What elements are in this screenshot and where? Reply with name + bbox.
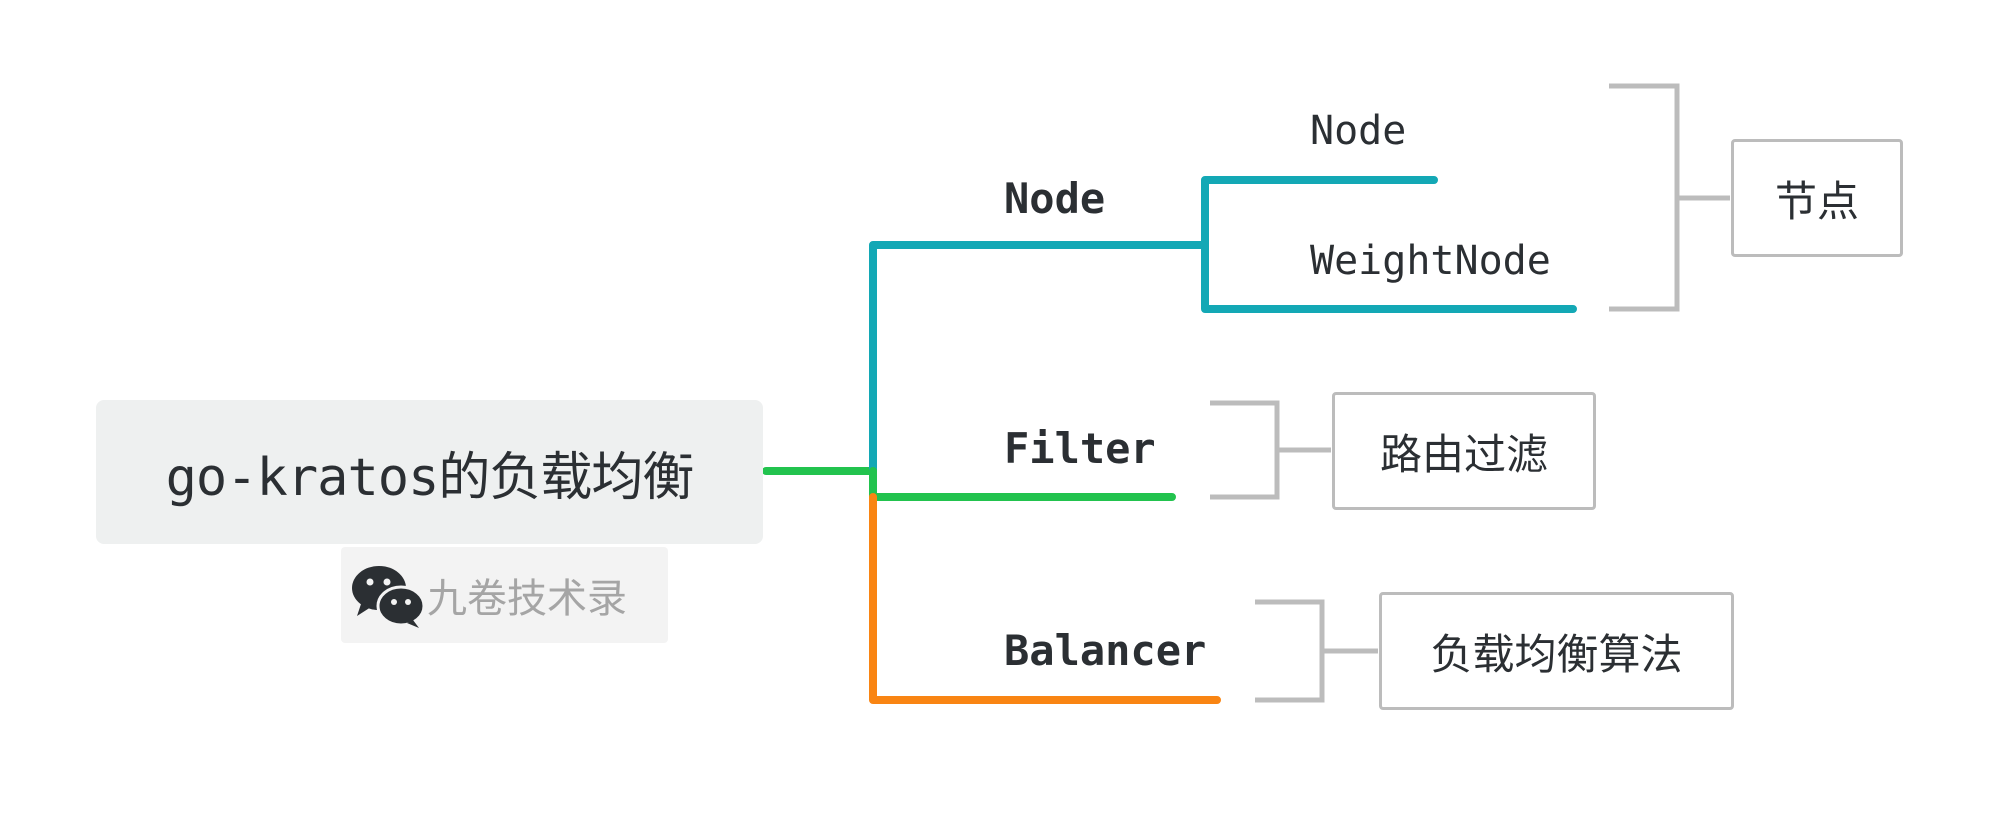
root-topic-title: go-kratos的负载均衡 xyxy=(165,447,695,508)
watermark-text: 九卷技术录 xyxy=(427,576,627,622)
node-summary-box[interactable]: 节点 xyxy=(1731,139,1903,257)
balancer-summary-box[interactable]: 负载均衡算法 xyxy=(1379,592,1734,710)
filter-summary-text: 路由过滤 xyxy=(1379,429,1548,479)
branch-balancer-label[interactable]: Balancer xyxy=(1004,626,1207,675)
balancer-summary-bracket xyxy=(1255,599,1378,703)
node-child-weightnode[interactable]: WeightNode xyxy=(1310,238,1551,284)
node-child-node[interactable]: Node xyxy=(1310,108,1407,154)
branch-filter-label[interactable]: Filter xyxy=(1004,424,1156,473)
node-child-line-2 xyxy=(1201,241,1577,313)
filter-summary-bracket xyxy=(1210,400,1331,500)
filter-branch-line xyxy=(869,467,1176,501)
watermark: 九卷技术录 xyxy=(341,547,668,643)
node-summary-text: 节点 xyxy=(1774,176,1859,226)
balancer-summary-text: 负载均衡算法 xyxy=(1430,629,1683,679)
filter-summary-box[interactable]: 路由过滤 xyxy=(1332,392,1596,510)
branch-node-label[interactable]: Node xyxy=(1004,174,1106,223)
node-child-line-1 xyxy=(1201,176,1438,249)
root-topic[interactable]: go-kratos的负载均衡 xyxy=(96,400,763,544)
wechat-icon xyxy=(352,566,426,628)
node-branch-line xyxy=(869,241,1209,475)
balancer-branch-line xyxy=(869,493,1221,704)
node-summary-bracket xyxy=(1609,83,1730,312)
